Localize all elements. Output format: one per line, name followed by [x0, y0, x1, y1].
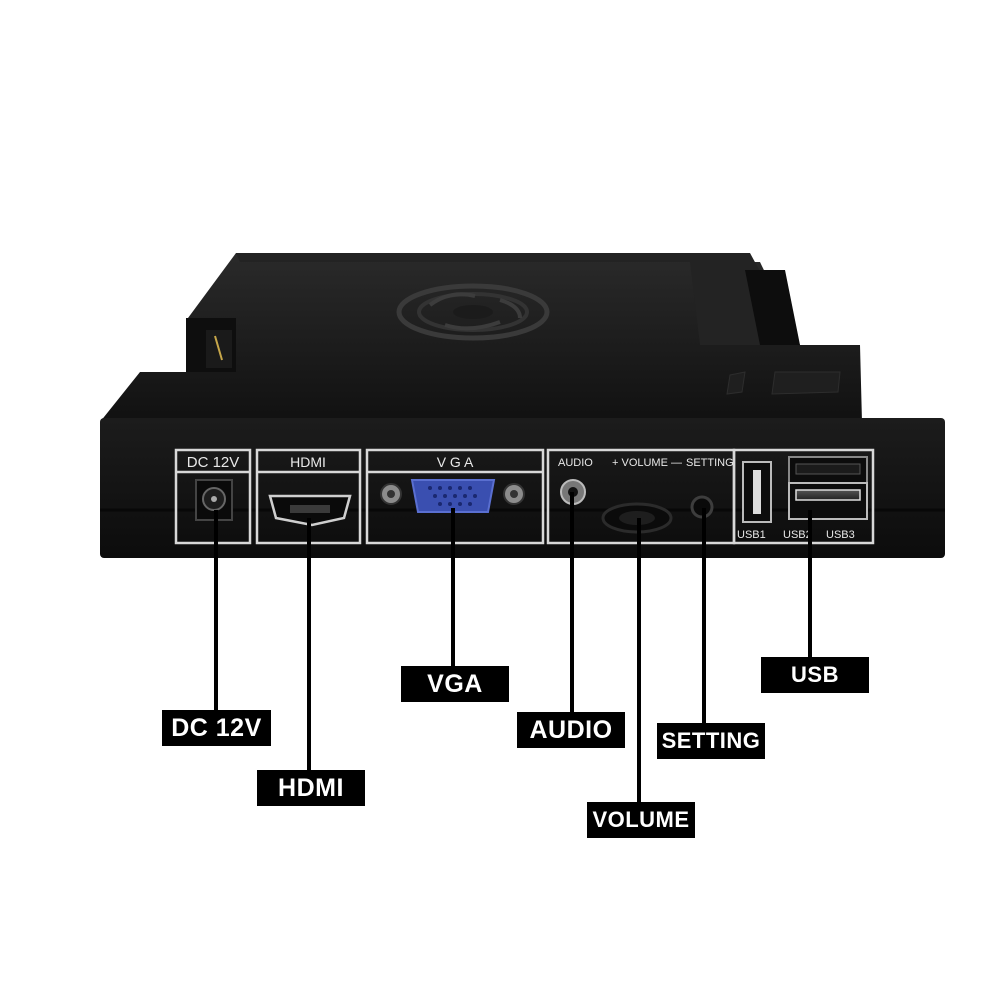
callout-volume: VOLUME [587, 802, 695, 838]
fan-vent-icon [396, 283, 550, 341]
callout-leaders [214, 492, 812, 802]
callout-setting: SETTING [657, 723, 765, 759]
hdmi-port-icon [268, 494, 352, 527]
panel-label-dc: DC 12V [187, 454, 240, 471]
panel-label-usb1: USB1 [737, 529, 766, 541]
callout-dc: DC 12V [162, 710, 271, 746]
panel-label-setting: SETTING [686, 457, 734, 469]
panel-label-volume: + VOLUME — [612, 457, 682, 469]
callout-audio: AUDIO [517, 712, 625, 748]
usb-ports-icon [742, 456, 868, 523]
callout-usb: USB [761, 657, 869, 693]
callout-vga: VGA [401, 666, 509, 702]
panel-label-usb2: USB2 [783, 529, 812, 541]
vga-port-icon [380, 479, 525, 513]
panel-label-vga: V G A [437, 454, 474, 470]
panel-label-audio: AUDIO [558, 457, 593, 469]
panel-label-usb3: USB3 [826, 529, 855, 541]
dc-jack-icon [195, 479, 233, 521]
callout-hdmi: HDMI [257, 770, 365, 806]
device-body [100, 253, 862, 422]
panel-label-hdmi: HDMI [290, 454, 326, 470]
